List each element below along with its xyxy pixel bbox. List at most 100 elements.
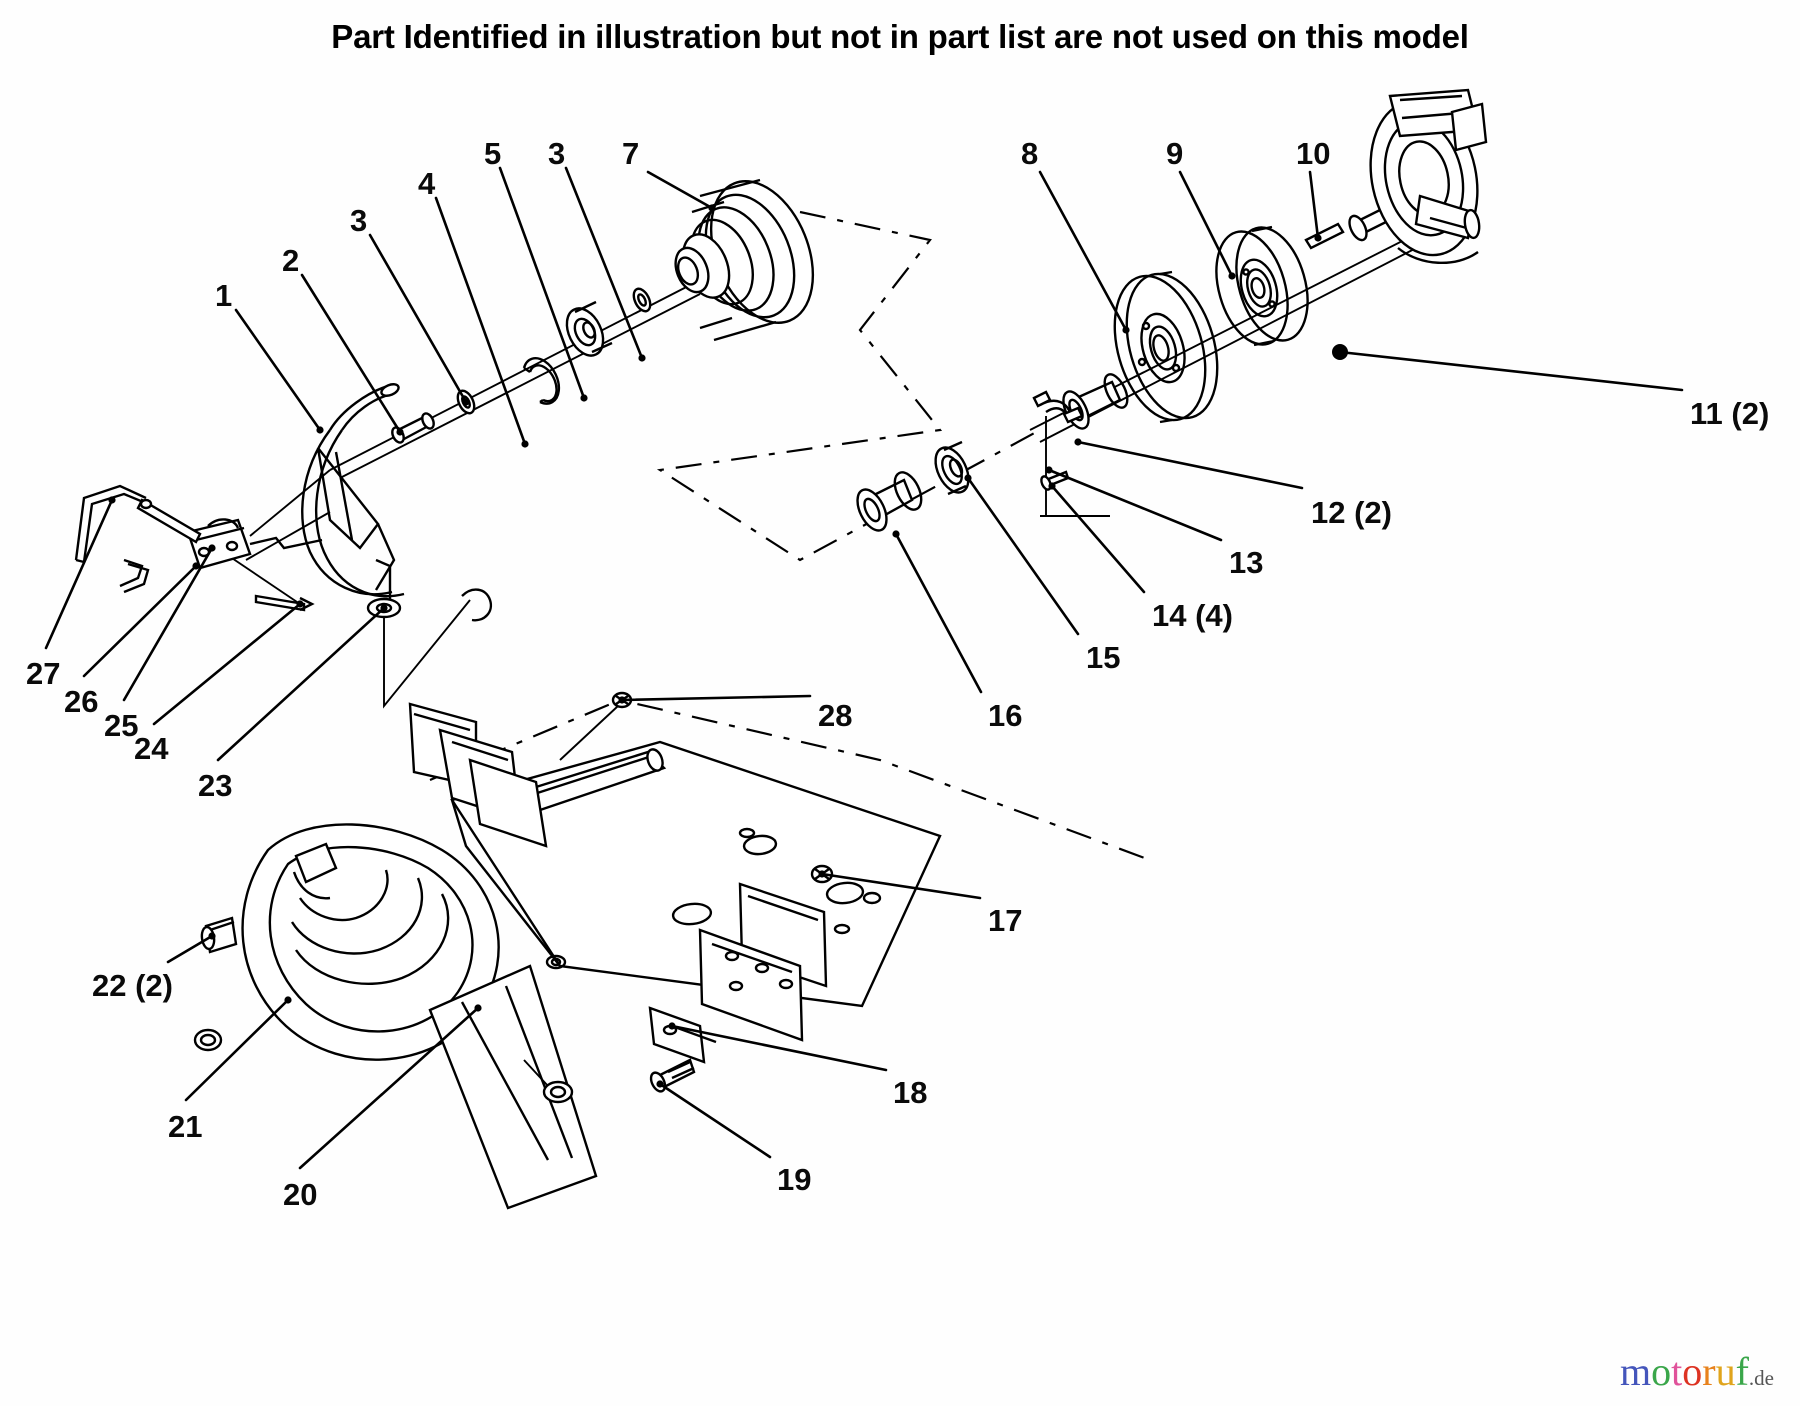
leader-endpoint [296, 600, 304, 608]
leader-endpoint [708, 204, 716, 212]
leader-endpoint [668, 1022, 676, 1030]
leader-endpoint [1048, 482, 1056, 490]
leader-line-3 [370, 235, 466, 402]
leader-line-16 [896, 534, 981, 692]
part-13-clip [1034, 392, 1110, 516]
leader-line-13 [1049, 470, 1221, 540]
motoruf-watermark: motoruf.de [1620, 1352, 1774, 1392]
callout-label-27: 27 [26, 656, 61, 691]
callout-label-7: 7 [622, 136, 640, 171]
callout-label-112: 11 (2) [1690, 396, 1770, 431]
leader-line-144 [1052, 486, 1144, 592]
part-26-pivot-bracket [188, 470, 330, 568]
callout-label-26: 26 [64, 684, 99, 719]
leader-endpoint [580, 394, 588, 402]
spindle-shaft-axis [330, 280, 700, 478]
part-7-stepped-pulley [669, 166, 832, 340]
leader-endpoint [892, 530, 900, 538]
leader-endpoint [618, 696, 626, 704]
part-20-shield-nut [524, 1060, 572, 1102]
callout-label-19: 19 [777, 1162, 812, 1197]
leader-line-15 [968, 478, 1078, 634]
part-27-wire-link [76, 486, 200, 592]
callout-label-10: 10 [1296, 136, 1331, 171]
watermark-suffix: .de [1748, 1366, 1774, 1390]
leader-line-26 [84, 566, 196, 676]
callout-label-222: 22 (2) [92, 968, 173, 1003]
mower-deck-assembly [243, 704, 940, 1208]
part-16-bushing [852, 468, 927, 535]
leader-line-24 [154, 604, 300, 724]
watermark-letter: o [1682, 1349, 1703, 1394]
leader-line-28 [622, 696, 810, 700]
leader-line-1 [236, 310, 320, 430]
leader-line-20 [300, 1008, 478, 1168]
part-12-collar [1058, 371, 1132, 432]
callout-label-16: 16 [988, 698, 1023, 733]
leader-endpoint [1314, 234, 1322, 242]
callout-label-144: 14 (4) [1152, 598, 1233, 633]
callout-label-4: 4 [418, 166, 436, 201]
leader-line-8 [1040, 172, 1126, 330]
part-3-washer-b [630, 286, 653, 314]
watermark-letter: r [1702, 1349, 1716, 1394]
callout-label-23: 23 [198, 768, 233, 803]
callout-label-24: 24 [134, 731, 169, 766]
callout-label-122: 12 (2) [1311, 495, 1392, 530]
leader-endpoint [521, 440, 529, 448]
callout-label-28: 28 [818, 698, 853, 733]
callout-label-9: 9 [1166, 136, 1184, 171]
leader-endpoint [192, 562, 200, 570]
leader-line-19 [660, 1084, 770, 1157]
callout-label-1: 1 [215, 278, 233, 313]
leader-line-122 [1078, 442, 1302, 488]
leader-line-5 [500, 168, 584, 398]
leader-endpoint [208, 932, 216, 940]
leader-line-9 [1180, 172, 1232, 276]
leader-endpoint [284, 996, 292, 1004]
part-15-seal [929, 442, 975, 498]
leader-endpoint [1122, 326, 1130, 334]
callout-leader-lines [46, 168, 1682, 1168]
leader-endpoint [474, 1004, 482, 1012]
engine-housing [1357, 90, 1491, 265]
watermark-letter: t [1671, 1349, 1683, 1394]
part-10-key [1306, 224, 1343, 248]
callout-label-18: 18 [893, 1075, 928, 1110]
part-5-retaining-ring [524, 358, 559, 403]
callout-label-21: 21 [168, 1109, 203, 1144]
leader-line-21 [186, 1000, 288, 1100]
leader-line-3 [566, 168, 642, 358]
part-1-lift-rod [302, 382, 404, 606]
leader-line-10 [1310, 172, 1318, 238]
watermark-letter: o [1651, 1349, 1672, 1394]
leader-line-18 [672, 1026, 886, 1070]
leader-line-27 [46, 500, 112, 648]
leader-line-23 [218, 608, 384, 760]
leader-endpoint [638, 354, 646, 362]
callout-label-25: 25 [104, 708, 139, 743]
part-4-flanged-bushing [560, 302, 612, 361]
callout-label-8: 8 [1021, 136, 1039, 171]
leader-line-112 [1340, 352, 1682, 390]
leader-endpoint [1045, 466, 1053, 474]
callout-label-20: 20 [283, 1177, 318, 1212]
leader-endpoint [462, 398, 470, 406]
leader-endpoint [1074, 438, 1082, 446]
watermark-letter: f [1735, 1349, 1749, 1394]
leader-endpoint [964, 474, 972, 482]
leader-endpoint [656, 1080, 664, 1088]
watermark-letter: u [1715, 1349, 1736, 1394]
watermark-letter: m [1620, 1349, 1652, 1394]
leader-line-17 [822, 874, 980, 898]
callout-label-17: 17 [988, 903, 1023, 938]
callout-label-3: 3 [548, 136, 566, 171]
leader-endpoint [396, 428, 404, 436]
part-19-hex-bolt [648, 1060, 694, 1094]
leader-line-7 [648, 172, 712, 208]
leader-endpoint [208, 544, 216, 552]
callout-label-15: 15 [1086, 640, 1121, 675]
callout-label-13: 13 [1229, 545, 1264, 580]
leader-line-4 [436, 198, 525, 444]
